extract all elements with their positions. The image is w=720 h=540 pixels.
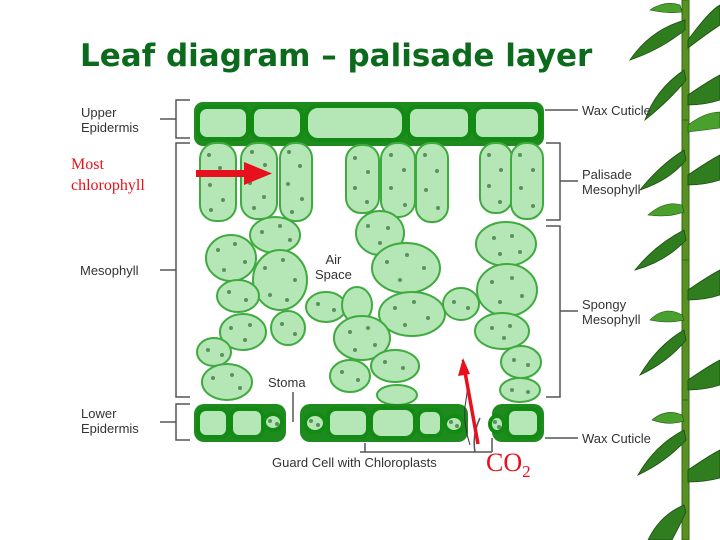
- lower-epidermis: [194, 404, 544, 442]
- spongy-cells: [196, 210, 542, 406]
- palisade-mesophyll-label: Palisade Mesophyll: [582, 167, 641, 197]
- most-chlorophyll-annotation: Most chlorophyll: [71, 156, 145, 194]
- upper-epidermis: [194, 102, 544, 146]
- guard-cell-label: Guard Cell with Chloroplasts: [272, 455, 437, 470]
- bamboo-decoration: [629, 0, 720, 540]
- stoma-label: Stoma: [268, 375, 306, 390]
- wax-cuticle-bottom-label: Wax Cuticle: [582, 431, 651, 446]
- label-brackets: [160, 99, 578, 453]
- co2-main-text: CO: [486, 448, 523, 477]
- co2-subscript: 2: [522, 462, 531, 482]
- mesophyll-label: Mesophyll: [80, 263, 139, 278]
- upper-epidermis-label: Upper Epidermis: [81, 105, 139, 135]
- palisade-cells: [199, 142, 544, 223]
- lower-epidermis-label: Lower Epidermis: [81, 406, 139, 436]
- chloroplasts: [206, 150, 535, 394]
- spongy-mesophyll-label: Spongy Mesophyll: [582, 297, 641, 327]
- leaf-cross-section-diagram: [160, 99, 578, 453]
- annotation-arrows: [196, 162, 480, 445]
- wax-cuticle-top-label: Wax Cuticle: [582, 103, 651, 118]
- co2-annotation: CO2: [486, 449, 531, 486]
- page-title: Leaf diagram – palisade layer: [80, 38, 593, 74]
- air-space-label: Air Space: [315, 252, 352, 282]
